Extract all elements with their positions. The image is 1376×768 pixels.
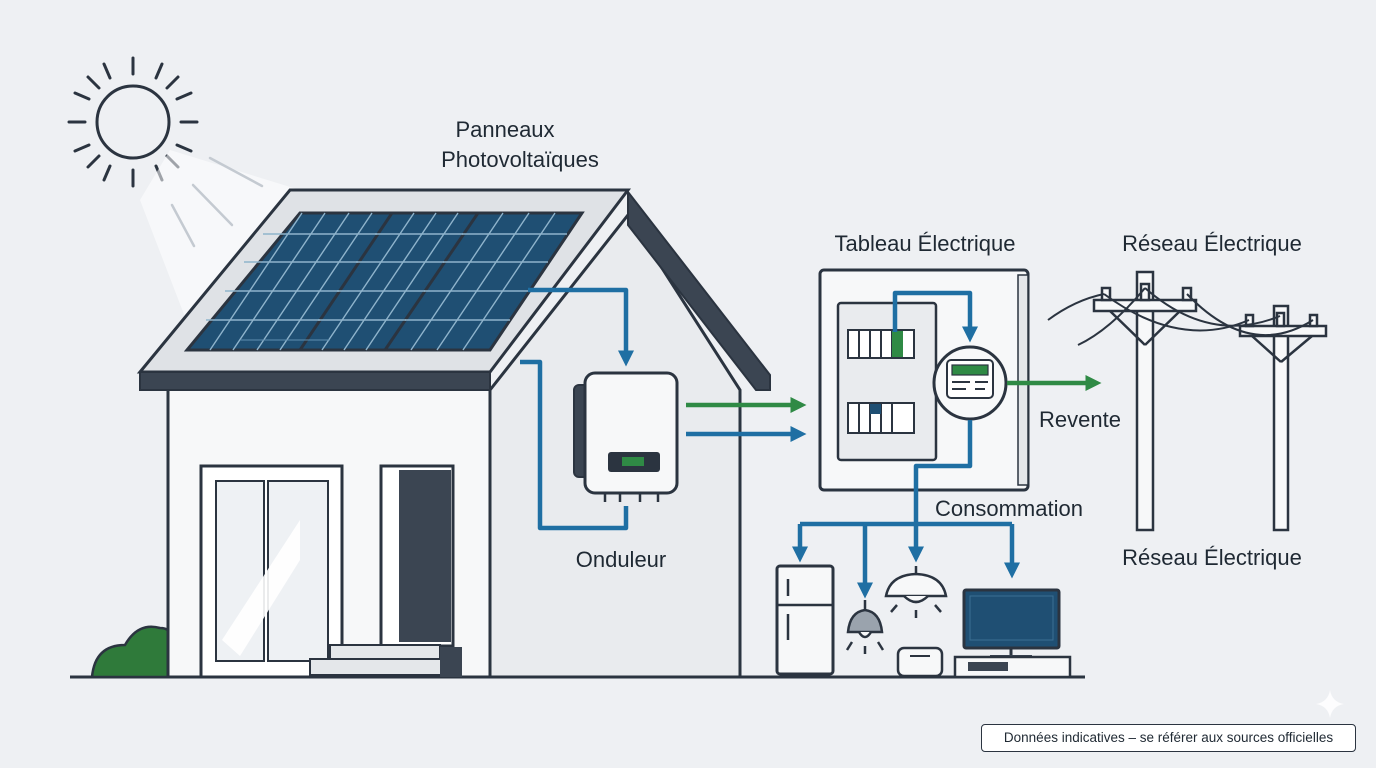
inverter-icon [573,371,679,502]
label-consumption: Consommation [935,496,1083,521]
sparkle-icon [1316,690,1344,718]
label-inverter: Onduleur [576,547,667,572]
hanging-lamp-icon [845,600,885,654]
fridge-icon [775,564,835,678]
disclaimer-note: Données indicatives – se référer aux sou… [981,724,1356,752]
label-panels-line2: Photovoltaïques [441,147,599,172]
ceiling-lamp-icon [884,566,948,618]
television-icon [953,588,1072,679]
flow-arrows [520,287,1102,599]
house-front-openings [199,464,462,679]
label-electrical-panel: Tableau Électrique [834,231,1015,256]
panel-to-meter-arrow [892,290,979,343]
small-appliance-icon [896,646,944,678]
solar-panels [183,211,585,352]
inverter-loop-line [520,359,629,531]
electric-meter-icon [932,345,1008,421]
power-lines [1047,287,1314,346]
label-panels-line1: Panneaux [455,117,554,142]
utility-poles-icon [1092,270,1328,532]
label-grid-bottom: Réseau Électrique [1122,545,1302,570]
electrical-panel-icon [818,268,1030,492]
label-resale: Revente [1039,407,1121,432]
bush-icon [90,625,174,679]
sun-ray-lines [170,156,264,248]
label-grid-top: Réseau Électrique [1122,231,1302,256]
consumption-trunk [913,420,973,524]
panels-to-inverter-arrow [528,287,635,367]
